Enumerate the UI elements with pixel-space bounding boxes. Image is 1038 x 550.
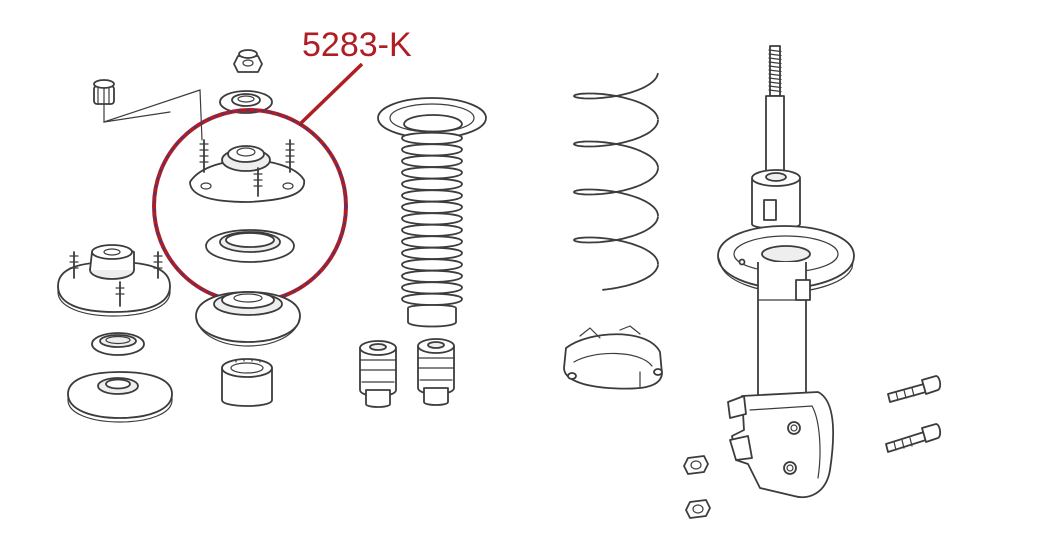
bump-stop-right-part — [417, 338, 455, 406]
dust-boot-part — [377, 97, 487, 328]
hex-nut-part — [233, 49, 263, 73]
left-spring-seat-part — [67, 371, 173, 423]
highlight-circle — [152, 108, 348, 304]
lower-spring-pad-part — [563, 325, 663, 390]
left-strut-mount-part — [57, 244, 171, 317]
bump-stop-cup-part — [221, 358, 273, 407]
bolt-upper-part — [887, 375, 942, 403]
part-number-label: 5283-K — [302, 26, 412, 64]
washer-part — [219, 90, 273, 114]
bolt-part — [93, 79, 203, 141]
strut-mount-part — [189, 139, 305, 203]
nut-upper-part — [683, 455, 709, 475]
nut-lower-part — [685, 499, 711, 519]
upper-spring-seat-part — [195, 291, 301, 347]
bearing-ring-part — [205, 229, 295, 263]
callout-leader-line — [298, 62, 364, 126]
coil-spring-part — [573, 72, 659, 291]
bolt-lower-part — [885, 423, 942, 453]
strut-assembly-part — [717, 45, 855, 498]
left-bearing-part — [91, 332, 145, 356]
bump-stop-left-part — [359, 340, 397, 408]
